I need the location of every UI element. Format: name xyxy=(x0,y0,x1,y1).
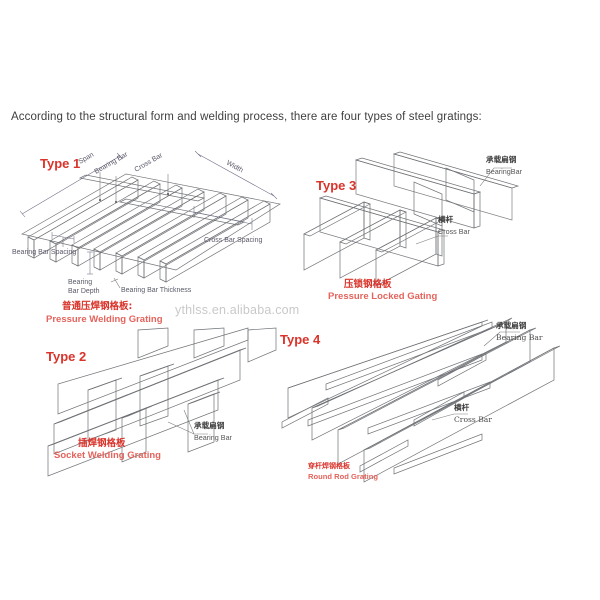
type1-dim-cross-bar: Cross Bar xyxy=(134,152,170,196)
type2-tag: Type 2 xyxy=(46,349,86,364)
type1-dim-width: Width xyxy=(194,150,278,200)
type4-label-bearing-bar-cn: 承载扁钢 xyxy=(496,320,527,330)
type3-leader-bearing-bar: 承载扁钢 BearingBar xyxy=(479,154,523,187)
type2-grating-body xyxy=(47,327,277,477)
type4-tag: Type 4 xyxy=(280,332,321,347)
type3-svg: 承载扁钢 BearingBar 横杆 Cross Bar Type 3 压锁钢格… xyxy=(303,151,523,302)
type1-label-bearing-bar-spacing: Bearing Bar Spacing xyxy=(12,249,76,256)
type1-label-bearing-bar: Bearing Bar xyxy=(94,151,130,176)
type1-label-bearing-depth-2: Bar Depth xyxy=(68,288,100,295)
diagram-type-1: Span Bearing Bar Cross Bar Width xyxy=(8,142,296,325)
type4-leader-bearing-bar: 承载扁钢 Bearing Bar xyxy=(483,320,543,347)
type2-svg: 承载扁钢 Bearing Bar Type 2 插焊钢格板 Socket Wel… xyxy=(46,327,277,477)
type4-caption-cn: 穿杆焊钢格板 xyxy=(308,461,351,470)
type1-dim-cross-bar-spacing: Cross Bar Spacing xyxy=(193,206,262,244)
type1-label-width: Width xyxy=(225,160,244,175)
type1-grating-body xyxy=(21,173,281,283)
type2-leader-bearing-bar: 承载扁钢 Bearing Bar xyxy=(167,409,233,442)
type3-leader-cross-bar: 横杆 Cross Bar xyxy=(415,214,471,245)
type1-dim-bearing-bar-thickness: Bearing Bar Thickness xyxy=(110,277,192,294)
type3-label-bearing-bar-cn: 承载扁钢 xyxy=(486,154,517,164)
type1-label-bearing-thickness: Bearing Bar Thickness xyxy=(121,287,192,294)
type1-label-cross-bar: Cross Bar xyxy=(134,152,165,174)
type1-caption-cn: 普通压焊钢格板: xyxy=(62,300,132,312)
type3-caption-cn: 压锁钢格板 xyxy=(344,278,392,290)
type4-label-cross-bar-cn: 横杆 xyxy=(454,402,470,412)
type2-label-bearing-bar-en: Bearing Bar xyxy=(194,433,233,442)
type1-label-cross-bar-spacing: Cross Bar Spacing xyxy=(204,237,262,244)
type1-svg: Span Bearing Bar Cross Bar Width xyxy=(12,150,281,325)
diagram-type-4: 承载扁钢 Bearing Bar 横杆 Cross Bar Type 4 穿杆焊… xyxy=(268,317,594,494)
type3-tag: Type 3 xyxy=(316,178,356,193)
type3-label-cross-bar-en: Cross Bar xyxy=(438,227,471,236)
type4-svg: 承载扁钢 Bearing Bar 横杆 Cross Bar Type 4 穿杆焊… xyxy=(280,317,561,483)
diagram-type-3: 承载扁钢 BearingBar 横杆 Cross Bar Type 3 压锁钢格… xyxy=(298,142,594,314)
type2-caption-cn: 插焊钢格板 xyxy=(78,437,126,449)
type3-label-cross-bar-cn: 横杆 xyxy=(438,214,454,224)
type4-caption-en: Round Rod Grating xyxy=(308,472,378,481)
watermark: ythlss.en.alibaba.com xyxy=(175,303,300,317)
type1-dim-bearing-bar-depth: Bearing Bar Depth xyxy=(68,251,100,295)
type4-label-bearing-bar-en: Bearing Bar xyxy=(496,333,543,342)
type4-label-cross-bar-en: Cross Bar xyxy=(454,415,492,424)
intro-text: According to the structural form and wel… xyxy=(11,111,482,123)
type3-label-bearing-bar-en: BearingBar xyxy=(486,167,523,176)
type2-label-bearing-bar-cn: 承载扁钢 xyxy=(194,420,225,430)
type1-caption-en: Pressure Welding Grating xyxy=(46,314,163,325)
type3-caption-en: Pressure Locked Gating xyxy=(328,291,437,302)
diagram-type-2: 承载扁钢 Bearing Bar Type 2 插焊钢格板 Socket Wel… xyxy=(18,327,286,490)
type1-label-bearing-depth-1: Bearing xyxy=(68,279,92,286)
type1-dim-bearing-bar-spacing: Bearing Bar Spacing xyxy=(12,232,76,256)
type2-caption-en: Socket Welding Grating xyxy=(54,450,161,461)
type1-tag: Type 1 xyxy=(40,156,80,171)
type4-leader-cross-bar: 横杆 Cross Bar xyxy=(431,402,492,424)
type4-grating-body xyxy=(281,317,561,483)
type3-grating-body xyxy=(303,151,520,287)
